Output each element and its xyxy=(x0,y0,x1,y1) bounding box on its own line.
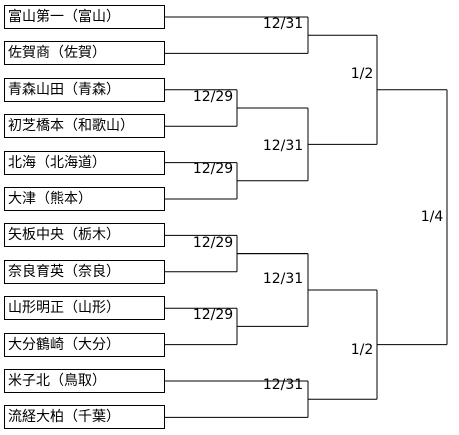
match-date-label: 1/2 xyxy=(351,66,374,82)
match-date-label: 12/29 xyxy=(193,307,233,323)
team-entry: 佐賀商（佐賀） xyxy=(4,41,165,66)
match-date-label: 12/29 xyxy=(193,235,233,251)
match-date-label: 12/31 xyxy=(263,138,303,154)
match-date-label: 12/31 xyxy=(263,271,303,287)
team-entry: 米子北（鳥取） xyxy=(4,369,165,393)
match-date-label: 1/4 xyxy=(421,209,444,225)
match-date-label: 12/29 xyxy=(193,161,233,177)
match-date-label: 12/31 xyxy=(263,377,303,393)
team-entry: 初芝橋本（和歌山） xyxy=(4,114,165,139)
match-date-label: 12/29 xyxy=(193,89,233,105)
team-entry: 山形明正（山形） xyxy=(4,296,165,321)
team-entry: 富山第一（富山） xyxy=(4,5,165,29)
team-entry: 矢板中央（栃木） xyxy=(4,223,165,248)
team-entry: 大分鶴崎（大分） xyxy=(4,332,165,357)
team-entry: 大津（熊本） xyxy=(4,187,165,211)
team-entry: 青森山田（青森） xyxy=(4,77,165,102)
team-entry: 奈良育英（奈良） xyxy=(4,259,165,284)
team-entry: 北海（北海道） xyxy=(4,150,165,175)
match-date-label: 1/2 xyxy=(351,342,374,358)
team-entry: 流経大柏（千葉） xyxy=(4,405,165,430)
match-date-label: 12/31 xyxy=(263,16,303,32)
